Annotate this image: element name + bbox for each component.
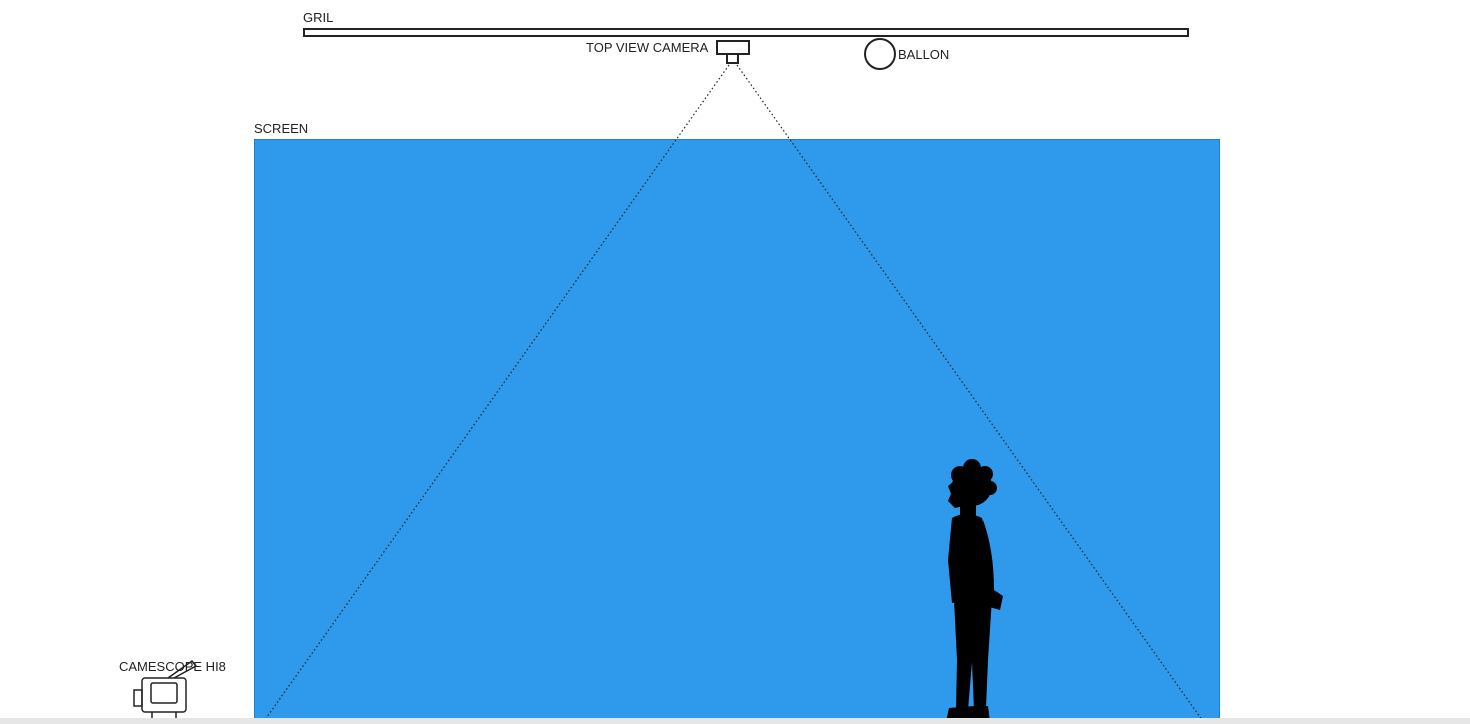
fov-line-left — [262, 65, 729, 724]
top-view-camera-icon — [717, 41, 749, 63]
balloon-icon — [865, 39, 895, 69]
bottom-edge — [0, 718, 1470, 724]
child-silhouette — [946, 459, 1003, 722]
camescope-label: CAMESCOPE HI8 — [119, 660, 226, 673]
